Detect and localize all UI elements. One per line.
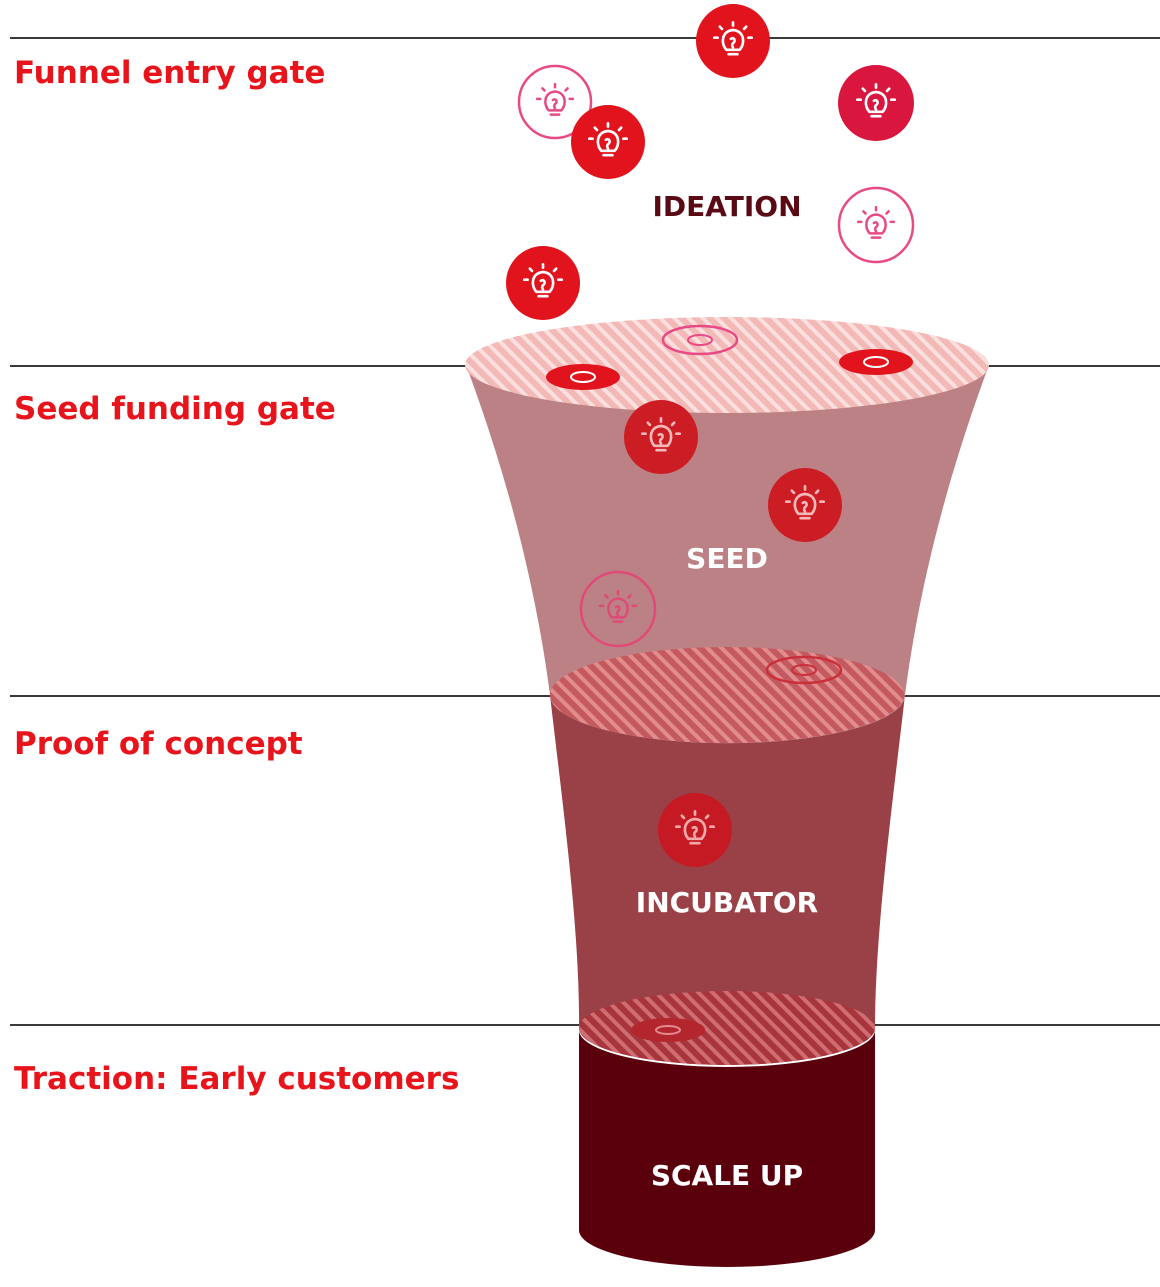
gate-label-proof-of-concept: Proof of concept [14, 726, 303, 762]
gate-label-funnel-entry: Funnel entry gate [14, 55, 326, 91]
stage-label-seed: SEED [686, 542, 768, 575]
lightbulb-icon [658, 793, 732, 867]
seed-body [466, 365, 989, 744]
gate-label-seed-funding: Seed funding gate [14, 391, 336, 427]
lightbulb-icon [837, 186, 915, 264]
scaleup-top-ellipse [579, 991, 875, 1065]
lightbulb-icon [768, 468, 842, 542]
lightbulb-icon [838, 65, 914, 141]
lightbulb-icon [571, 105, 645, 179]
lightbulb-icon [624, 400, 698, 474]
lightbulb-icon [546, 364, 620, 390]
lightbulb-icon [631, 1018, 705, 1042]
stage-label-incubator: INCUBATOR [636, 886, 818, 919]
incubator-body [550, 695, 905, 1065]
stage-label-scaleup: SCALE UP [651, 1159, 803, 1192]
lightbulb-icon [661, 324, 739, 356]
lightbulb-icon [506, 246, 580, 320]
lightbulb-icon [765, 655, 843, 685]
lightbulb-icon [517, 64, 593, 140]
stage-label-ideation: IDEATION [652, 190, 801, 223]
lightbulb-icon [839, 349, 913, 375]
gate-label-traction: Traction: Early customers [14, 1061, 460, 1097]
lightbulb-icon [696, 4, 770, 78]
lightbulb-icon [579, 570, 657, 648]
scaleup-body [579, 1030, 875, 1267]
incubator-top-ellipse [550, 647, 904, 743]
